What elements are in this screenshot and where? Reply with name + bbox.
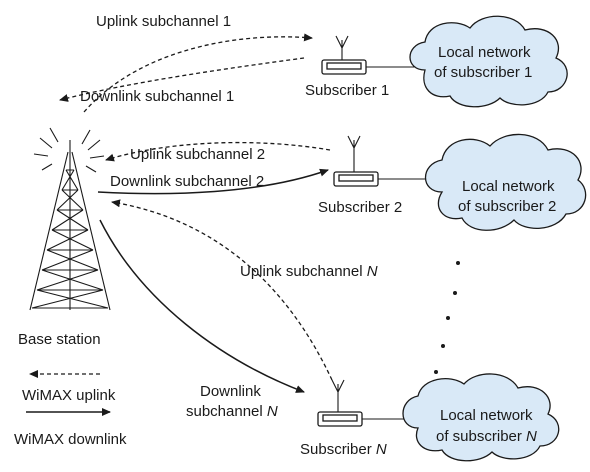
local-network-n-cloud [402,373,560,462]
legend: WiMAX uplink WiMAX downlink [14,370,127,448]
base-station-tower-icon [29,127,111,311]
subscriber-1-label: Subscriber 1 [305,82,389,99]
uplink-n-arrow [111,199,333,381]
local-network-n-owner: of subscriber N [436,428,537,445]
downlink-n-arrow [99,219,305,393]
local-network-1-title: Local network [438,44,531,61]
more-subscribers-ellipsis [434,261,460,374]
legend-uplink-label: WiMAX uplink [22,387,116,404]
subscriber-n-modem-icon [317,379,363,427]
uplink-2-arrow [105,141,331,162]
local-network-n-title: Local network [440,407,533,424]
subscriber-n-label: Subscriber N [300,441,387,458]
subscriber-1-modem-icon [321,35,367,75]
downlink-n-label-line2: subchannel N [186,403,278,420]
subscriber-2-modem-icon [333,135,379,187]
downlink-1-label: Downlink subchannel 1 [80,88,234,105]
downlink-n-label-line1: Downlink [200,383,261,400]
local-network-1-cloud [409,15,568,108]
local-network-2-owner: of subscriber 2 [458,198,556,215]
uplink-n-label: Uplink subchannel N [240,263,378,280]
subscriber-2-label: Subscriber 2 [318,199,402,216]
downlink-2-arrow [97,168,329,195]
downlink-2-label: Downlink subchannel 2 [110,173,264,190]
local-network-1-owner: of subscriber 1 [434,64,532,81]
downlink-1-arrow [59,57,305,102]
legend-downlink-label: WiMAX downlink [14,431,127,448]
uplink-2-label: Uplink subchannel 2 [130,146,265,163]
local-network-2-title: Local network [462,178,555,195]
uplink-1-label: Uplink subchannel 1 [96,13,231,30]
uplink-1-arrow [83,33,313,113]
local-network-2-cloud [425,133,587,231]
base-station-label: Base station [18,331,101,348]
